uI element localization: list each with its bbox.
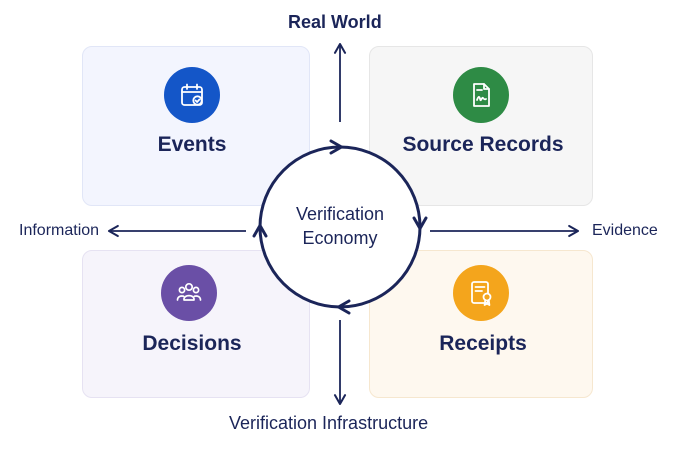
receipts-label: Receipts (439, 332, 527, 355)
decisions-label: Decisions (142, 332, 242, 355)
center-title-line-1: Verification (295, 204, 385, 224)
people-group-icon (161, 265, 217, 321)
cycle-arrow-4 (258, 139, 343, 228)
certificate-icon (453, 265, 509, 321)
source-records-label: Source Records (402, 133, 564, 156)
axis-label-top: Real World (288, 12, 382, 32)
axis-label-left: Information (19, 222, 100, 239)
events-label: Events (157, 133, 227, 156)
calendar-check-icon (164, 67, 220, 123)
document-signature-icon (453, 67, 509, 123)
cycle-arrow-1 (339, 145, 428, 230)
axis-label-bottom: Verification Infrastructure (229, 413, 429, 433)
cycle-arrow-3 (252, 224, 341, 309)
center-title: Verification Economy (263, 202, 417, 250)
center-title-line-2: Economy (302, 228, 378, 248)
axis-label-right: Evidence (592, 222, 658, 239)
cycle-arrow-2 (337, 226, 422, 315)
